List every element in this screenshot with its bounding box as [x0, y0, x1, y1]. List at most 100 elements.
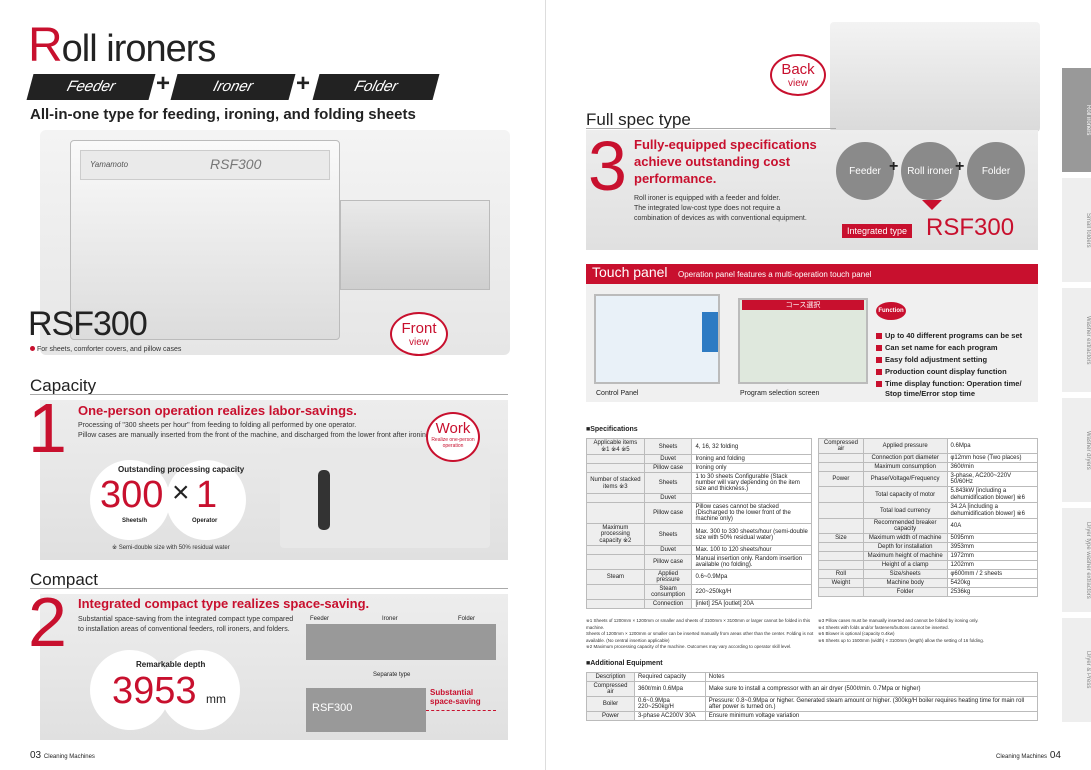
table-cell: Size	[818, 533, 864, 543]
touch-panel-band: Touch panel Operation panel features a m…	[586, 264, 1038, 284]
page-gutter	[545, 0, 546, 770]
function-bullet: Easy fold adjustment setting	[876, 355, 987, 364]
saving-arrow	[426, 710, 496, 711]
table-cell	[818, 542, 864, 552]
sidebar-tab[interactable]: Washer dryers	[1062, 398, 1091, 504]
sidebar-tab[interactable]: Roll ironers	[1062, 68, 1091, 174]
circle-folder: Folder	[967, 142, 1025, 200]
table-cell: Pillow case	[643, 554, 693, 570]
work-photo	[280, 448, 490, 548]
operator-count: 1	[196, 474, 218, 516]
subtitle: All-in-one type for feeding, ironing, an…	[30, 106, 416, 123]
program-caption: Program selection screen	[740, 390, 820, 397]
note-line: ※5 Blower is optional (capacity 0.4kw)	[818, 631, 895, 636]
unit-sheets: Sheets/h	[122, 518, 148, 524]
circle	[90, 650, 170, 730]
note-line: Sheets of 1200mm × 1200mm or smaller can…	[586, 631, 814, 643]
capacity-text-2: Pillow cases are manually inserted from …	[78, 432, 432, 439]
table-cell: Steam	[586, 569, 645, 585]
table-cell: Maximum consumption	[862, 462, 948, 472]
pill-feeder: Feeder	[26, 74, 156, 100]
compact-text-1: Substantial space-saving from the integr…	[78, 616, 294, 623]
table-cell: Pillow case	[643, 463, 693, 473]
note-line: ※1 Sheets of 1200mm × 1200mm or smaller …	[586, 618, 811, 630]
control-panel-screen	[594, 294, 720, 384]
footer-page-number: 03 Cleaning Machines	[30, 750, 95, 761]
note-line: ※3 Pillow cases must be manually inserte…	[818, 618, 979, 623]
table-cell: Applicable items ※1 ※4 ※5	[586, 438, 645, 455]
table-cell: 220~250kg/H	[691, 584, 812, 600]
folder-unit-image	[340, 200, 490, 290]
section-number: 2	[28, 583, 67, 661]
diagram-separate-machines	[306, 624, 496, 660]
table-cell: Make sure to install a compressor with a…	[704, 681, 1039, 697]
unit-operator: Operator	[192, 518, 218, 524]
table-cell: Pillow cases cannot be stacked (Discharg…	[691, 502, 812, 524]
table-cell: Power	[586, 711, 635, 721]
table-cell: 5095mm	[946, 533, 1039, 543]
machine-label: RSF300	[210, 156, 262, 172]
capacity-circle-head: Outstanding processing capacity	[118, 465, 245, 474]
sidebar-tab[interactable]: Small folders	[1062, 178, 1091, 284]
operator-figure	[318, 470, 330, 530]
diagram-rsf300: RSF300	[306, 688, 426, 732]
capacity-value: 300	[100, 474, 164, 516]
capacity-headline: One-person operation realizes labor-savi…	[78, 403, 357, 418]
table-cell: Number of stacked items ※3	[586, 472, 645, 494]
table-cell	[586, 454, 645, 464]
table-cell	[818, 486, 864, 503]
table-cell	[586, 554, 645, 570]
section-number: 1	[28, 389, 67, 467]
table-cell: Sheets	[643, 438, 693, 455]
table-row: Connection[inlet] 25A [outlet] 20A	[586, 599, 812, 609]
table-cell	[818, 518, 864, 534]
table-cell: Max. 100 to 120 sheets/hour	[691, 545, 812, 555]
table-cell: Maximum height of machine	[862, 551, 948, 561]
table-cell: 360ℓ/min	[946, 462, 1039, 472]
capacity-note: ※ Semi-double size with 50% residual wat…	[112, 545, 230, 551]
table-cell: Sheets	[643, 523, 693, 546]
diagram-feeder: Feeder	[310, 616, 330, 622]
table-cell: Max. 300 to 330 sheets/hour (semi-double…	[691, 523, 812, 546]
table-cell: Pillow case	[643, 502, 693, 524]
note-line: ※6 Sheets up to 1500mm (width) × 3100mm …	[818, 637, 984, 643]
table-cell: [inlet] 25A [outlet] 20A	[691, 599, 812, 609]
table-cell: Connection port diameter	[862, 453, 948, 463]
table-cell: 3-phase AC200V 30A	[633, 711, 706, 721]
sidebar-tab[interactable]: Dryer & Press	[1062, 618, 1091, 724]
note-line: ※4 Sheets with folds and/or fasteners/bu…	[818, 624, 949, 630]
page-title: Roll ironers	[28, 19, 216, 72]
table-cell: 3953mm	[946, 542, 1039, 552]
table-cell	[691, 493, 812, 503]
specs-notes-left: ※1 Sheets of 1200mm × 1200mm or smaller …	[586, 618, 816, 651]
section-number: 3	[588, 127, 627, 205]
specs-title: ■Specifications	[586, 426, 638, 433]
sidebar-tab[interactable]: Dryer type washer extractors	[1062, 508, 1091, 614]
machine-top	[80, 150, 330, 180]
table-cell: Weight	[818, 578, 864, 588]
function-bullet: Up to 40 different programs can be set	[876, 331, 1022, 340]
circle	[90, 460, 170, 540]
table-cell: Duvet	[643, 454, 693, 464]
table-cell: Size/sheets	[862, 569, 948, 579]
integrated-model: RSF300	[926, 214, 1015, 241]
sidebar-tab[interactable]: Washer extractors	[1062, 288, 1091, 394]
table-cell	[586, 463, 645, 473]
